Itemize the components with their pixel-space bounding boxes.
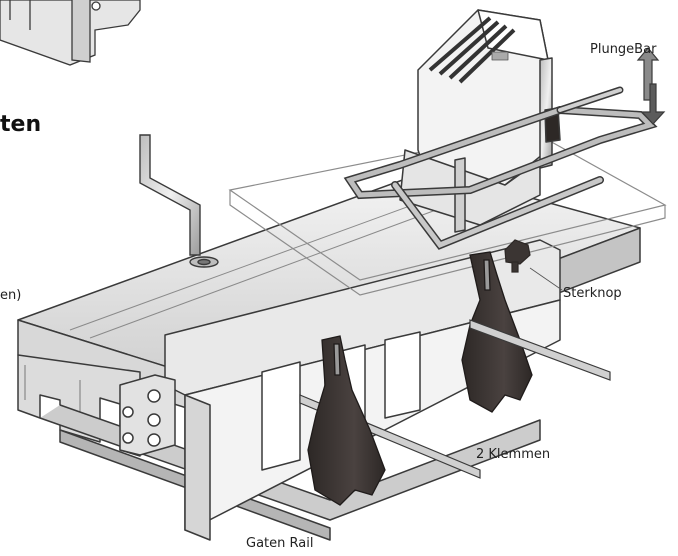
star-knob bbox=[504, 239, 531, 273]
left-label-fragment: en) bbox=[0, 288, 22, 303]
sterknop-label: Sterknop bbox=[563, 286, 622, 301]
section-heading-fragment: ten bbox=[0, 112, 42, 137]
plunge-arrow-icon bbox=[636, 47, 666, 125]
klemmen-label: 2 Klemmen bbox=[476, 447, 551, 462]
clamp-front bbox=[307, 335, 386, 506]
vertical-rod bbox=[139, 134, 219, 268]
gaten-rail-plate bbox=[119, 239, 561, 541]
sterknop-leader bbox=[529, 267, 563, 291]
guide-frame bbox=[343, 86, 658, 250]
inset-detail bbox=[0, 0, 141, 66]
gaten-rail-label: Gaten Rail bbox=[246, 536, 314, 551]
plunge-bar-label: PlungeBar bbox=[590, 42, 657, 57]
